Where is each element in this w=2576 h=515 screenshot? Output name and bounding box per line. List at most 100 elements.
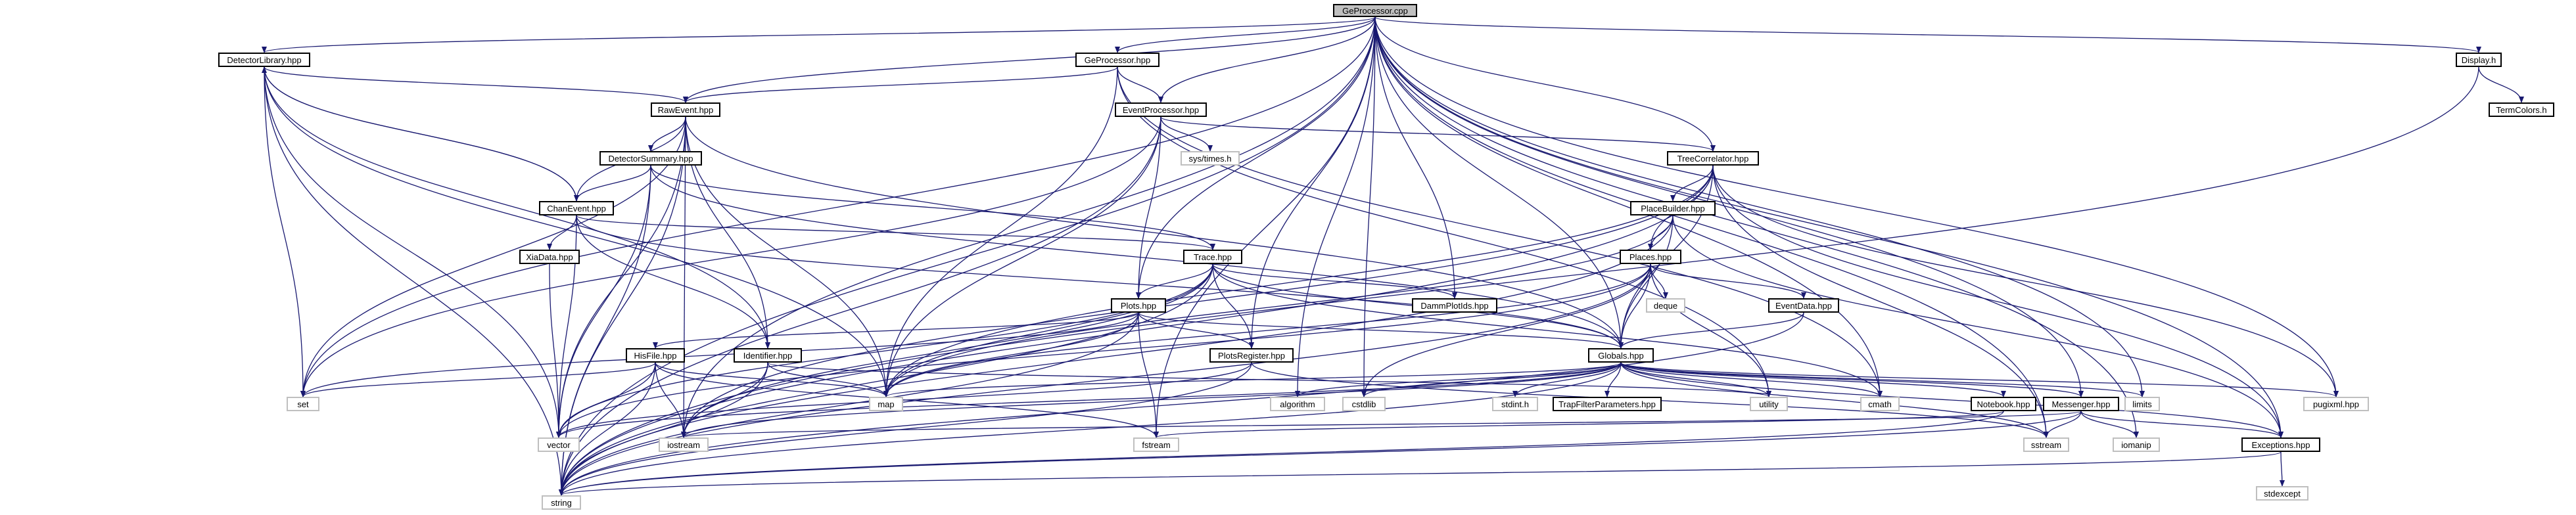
- node-chanevent-hpp[interactable]: ChanEvent.hpp: [539, 201, 614, 215]
- node-detectorlibrary-hpp[interactable]: DetectorLibrary.hpp: [218, 53, 310, 67]
- node-limits[interactable]: limits: [2124, 397, 2160, 411]
- node-fstream[interactable]: fstream: [1133, 437, 1179, 452]
- edge-eventprocessor_hpp-to-map: [883, 116, 1161, 397]
- edge-hisfile_hpp-to-iostream: [655, 362, 686, 438]
- edge-chanevent_hpp-to-identifier_hpp: [576, 215, 770, 349]
- node-cstdlib[interactable]: cstdlib: [1342, 397, 1386, 411]
- edge-globals_hpp-to-pugixml_hpp: [1620, 362, 2339, 397]
- node-stdexcept[interactable]: stdexcept: [2256, 486, 2308, 501]
- edge-chanevent_hpp-to-xiadata_hpp: [547, 215, 577, 250]
- node-messenger-hpp[interactable]: Messenger.hpp: [2043, 397, 2119, 411]
- node-sys-times-h[interactable]: sys/times.h: [1181, 151, 1240, 166]
- edge-placebuilder_hpp-to-places_hpp: [1648, 215, 1674, 250]
- edge-rawevent_hpp-to-set: [300, 116, 686, 397]
- node-deque[interactable]: deque: [1646, 298, 1685, 313]
- node-sstream[interactable]: sstream: [2023, 437, 2069, 452]
- node-notebook-hpp[interactable]: Notebook.hpp: [1971, 397, 2036, 411]
- node-display-h[interactable]: Display.h: [2456, 53, 2502, 67]
- edge-messenger_hpp-to-iomanip: [2080, 411, 2139, 438]
- edge-hisfile_hpp-to-string: [559, 362, 656, 496]
- edge-notebook_hpp-to-string: [559, 411, 2004, 496]
- edge-trace_hpp-to-dammplotids_hpp: [1212, 263, 1457, 299]
- edge-globals_hpp-to-iostream: [681, 362, 1622, 438]
- node-eventprocessor-hpp[interactable]: EventProcessor.hpp: [1115, 102, 1207, 117]
- edge-geprocessor_cpp-to-plots_hpp: [1136, 16, 1376, 299]
- edge-plots_hpp-to-string: [559, 312, 1139, 496]
- node-exceptions-hpp[interactable]: Exceptions.hpp: [2241, 437, 2320, 452]
- edge-globals_hpp-to-limits: [1620, 362, 2145, 397]
- edge-detectorlibrary_hpp-to-rawevent_hpp: [264, 66, 688, 103]
- edge-places_hpp-to-vector: [556, 263, 1651, 438]
- edge-chanevent_hpp-to-globals_hpp: [576, 215, 1624, 349]
- edge-detectorlibrary_hpp-to-identifier_hpp: [264, 66, 770, 349]
- edge-messenger_hpp-to-string: [559, 411, 2082, 496]
- node-xiadata-hpp[interactable]: XiaData.hpp: [519, 250, 580, 264]
- node-iostream[interactable]: iostream: [659, 437, 709, 452]
- node-pugixml-hpp[interactable]: pugixml.hpp: [2303, 397, 2369, 411]
- node-iomanip[interactable]: iomanip: [2113, 437, 2160, 452]
- edge-globals_hpp-to-stdint_h: [1512, 362, 1622, 397]
- edge-trace_hpp-to-plotsregister_hpp: [1212, 263, 1254, 349]
- edge-placebuilder_hpp-to-globals_hpp: [1618, 215, 1674, 349]
- node-identifier-hpp[interactable]: Identifier.hpp: [734, 348, 802, 363]
- node-map[interactable]: map: [869, 397, 903, 411]
- edge-treecorrelator_hpp-to-string: [559, 165, 1714, 496]
- edge-plots_hpp-to-fstream: [1138, 312, 1159, 438]
- edge-globals_hpp-to-cmath: [1620, 362, 1883, 397]
- edge-plots_hpp-to-plotsregister_hpp: [1138, 312, 1254, 349]
- node-termcolors-h[interactable]: TermColors.h: [2489, 102, 2554, 117]
- edge-messenger_hpp-to-iostream: [681, 411, 2082, 438]
- edge-globals_hpp-to-cstdlib: [1361, 362, 1622, 397]
- node-plotsregister-hpp[interactable]: PlotsRegister.hpp: [1209, 348, 1294, 363]
- edge-trace_hpp-to-cmath: [1212, 263, 1883, 397]
- node-trace-hpp[interactable]: Trace.hpp: [1183, 250, 1242, 264]
- edge-detectorlibrary_hpp-to-string: [264, 66, 564, 496]
- node-geprocessor-cpp[interactable]: GeProcessor.cpp: [1333, 4, 1417, 17]
- edge-geprocessor_cpp-to-treecorrelator_hpp: [1374, 16, 1716, 152]
- edge-globals_hpp-to-utility: [1620, 362, 1771, 397]
- node-hisfile-hpp[interactable]: HisFile.hpp: [626, 348, 685, 363]
- node-plots-hpp[interactable]: Plots.hpp: [1111, 298, 1166, 313]
- edge-eventdata_hpp-to-string: [559, 312, 1804, 496]
- edge-rawevent_hpp-to-detectorsummary_hpp: [648, 116, 686, 152]
- node-cmath[interactable]: cmath: [1860, 397, 1900, 411]
- edge-layer: [262, 16, 2524, 496]
- node-detectorsummary-hpp[interactable]: DetectorSummary.hpp: [599, 151, 702, 166]
- node-placebuilder-hpp[interactable]: PlaceBuilder.hpp: [1630, 201, 1716, 215]
- node-eventdata-hpp[interactable]: EventData.hpp: [1768, 298, 1839, 313]
- edge-globals_hpp-to-exceptions_hpp: [1620, 362, 2283, 438]
- node-dammplotids-hpp[interactable]: DammPlotIds.hpp: [1412, 298, 1497, 313]
- edge-eventprocessor_hpp-to-set: [300, 116, 1161, 397]
- edge-globals_hpp-to-trapfilterparameters_hpp: [1604, 362, 1622, 397]
- edge-identifier_hpp-to-utility: [767, 362, 1771, 397]
- node-string[interactable]: string: [542, 495, 581, 510]
- node-places-hpp[interactable]: Places.hpp: [1620, 250, 1681, 264]
- edge-eventprocessor_hpp-to-plots_hpp: [1136, 116, 1161, 299]
- node-treecorrelator-hpp[interactable]: TreeCorrelator.hpp: [1667, 151, 1759, 166]
- edge-geprocessor_cpp-to-display_h: [1374, 16, 2481, 53]
- edge-eventprocessor_hpp-to-string: [559, 116, 1161, 496]
- node-globals-hpp[interactable]: Globals.hpp: [1588, 348, 1654, 363]
- edge-places_hpp-to-eventdata_hpp: [1650, 263, 1806, 299]
- edge-detectorsummary_hpp-to-vector: [556, 165, 651, 438]
- edge-globals_hpp-to-string: [559, 362, 1622, 496]
- node-rawevent-hpp[interactable]: RawEvent.hpp: [651, 102, 720, 117]
- edge-plots_hpp-to-globals_hpp: [1138, 312, 1624, 349]
- node-geprocessor-hpp[interactable]: GeProcessor.hpp: [1075, 53, 1159, 67]
- edge-detectorlibrary_hpp-to-vector: [264, 66, 561, 438]
- edge-geprocessor_hpp-to-map: [883, 66, 1118, 397]
- node-trapfilterparameters-hpp[interactable]: TrapFilterParameters.hpp: [1553, 397, 1662, 411]
- node-vector[interactable]: vector: [538, 437, 580, 452]
- edge-eventdata_hpp-to-globals_hpp: [1618, 312, 1804, 349]
- edge-geprocessor_cpp-to-messenger_hpp: [1374, 16, 2084, 397]
- edge-treecorrelator_hpp-to-pugixml_hpp: [1712, 165, 2339, 397]
- edge-places_hpp-to-string: [559, 263, 1651, 496]
- edge-plots_hpp-to-map: [883, 312, 1139, 397]
- node-utility[interactable]: utility: [1750, 397, 1788, 411]
- node-stdint-h[interactable]: stdint.h: [1492, 397, 1538, 411]
- node-algorithm[interactable]: algorithm: [1270, 397, 1325, 411]
- edge-display_h-to-termcolors_h: [2478, 66, 2524, 103]
- node-set[interactable]: set: [287, 397, 319, 411]
- edge-hisfile_hpp-to-map: [655, 362, 889, 397]
- edge-eventprocessor_hpp-to-treecorrelator_hpp: [1160, 116, 1716, 152]
